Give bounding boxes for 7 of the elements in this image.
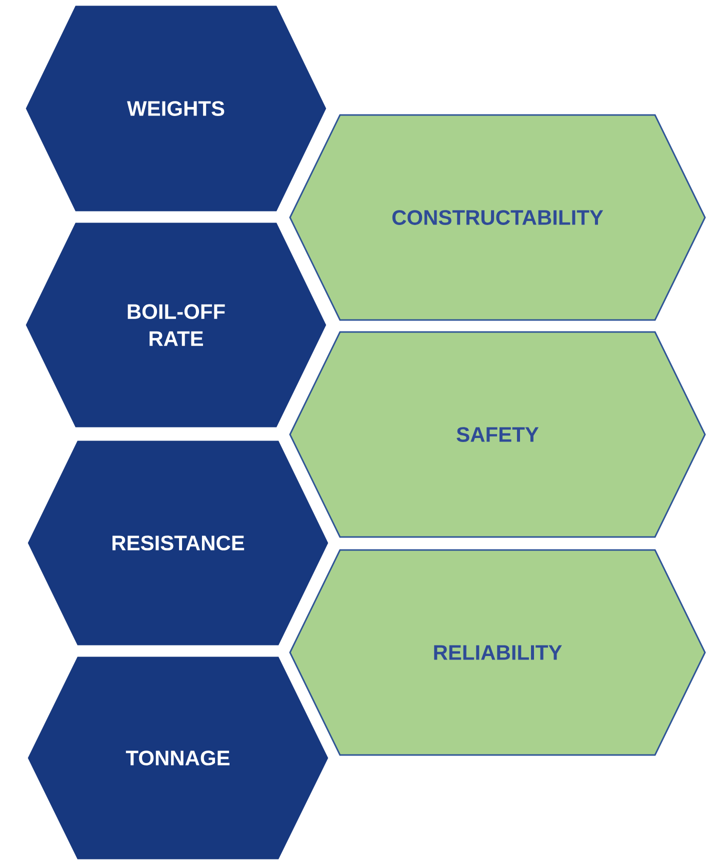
hexagon-box: SAFETY xyxy=(289,331,706,538)
hexagon-box: RESISTANCE xyxy=(26,439,330,647)
hexagon-box: BOIL-OFF RATE xyxy=(24,221,328,429)
hexagon-box: TONNAGE xyxy=(26,655,330,861)
hexagon-box: CONSTRUCTABILITY xyxy=(289,114,706,321)
hexagon-box: WEIGHTS xyxy=(24,4,328,213)
hexagon-box: RELIABILITY xyxy=(289,549,706,756)
